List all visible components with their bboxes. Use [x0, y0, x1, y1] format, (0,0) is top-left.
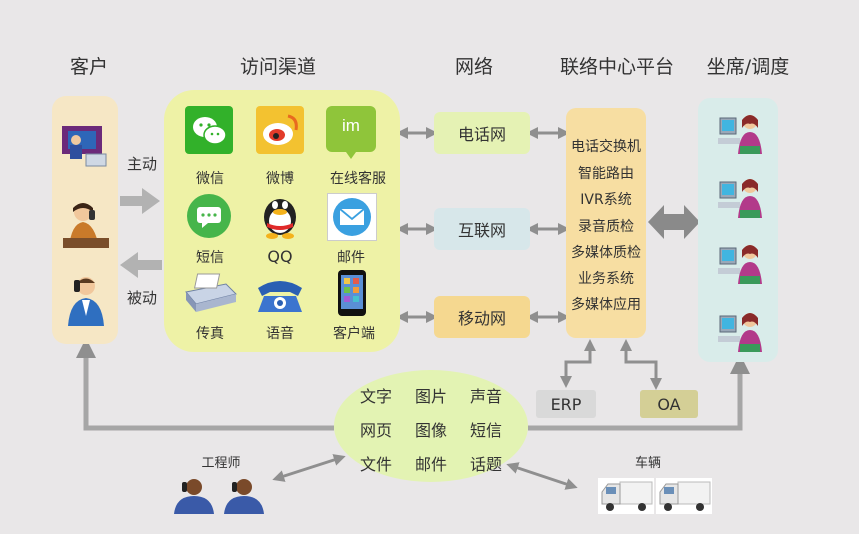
- platform-item-business: 业务系统: [578, 271, 634, 287]
- wechat-icon: [185, 106, 233, 154]
- truck-icon-2: [656, 478, 712, 514]
- engineer-label: 工程师: [201, 456, 241, 471]
- online-service-icon-text: im: [342, 116, 360, 135]
- media-item: 文字: [360, 387, 393, 406]
- erp-box: ERP: [536, 390, 596, 418]
- network-mobile: 移动网: [434, 296, 530, 338]
- weibo-icon: [256, 106, 304, 154]
- phone-icon: [254, 272, 306, 314]
- qq-icon: [257, 189, 303, 239]
- channel-label-voice: 语音: [266, 326, 294, 342]
- link-platform-oa: [620, 339, 662, 390]
- customer-computer-icon: [62, 126, 107, 167]
- platform-item-routing: 智能路由: [578, 166, 634, 182]
- mail-icon: [327, 193, 377, 241]
- platform-item-multimedia-app: 多媒体应用: [571, 297, 641, 313]
- agent-operator-icon: [718, 313, 762, 352]
- header-network: 网络: [454, 56, 493, 78]
- header-agents: 坐席/调度: [706, 56, 790, 78]
- customer-phone-man-icon: [68, 277, 104, 326]
- online-service-icon: im: [326, 106, 376, 159]
- platform-agents-arrow: [648, 205, 700, 239]
- channel-label-qq: QQ: [267, 247, 293, 266]
- media-ellipse: [334, 370, 528, 482]
- media-item: 图像: [414, 421, 447, 440]
- media-item: 短信: [469, 421, 502, 440]
- agent-operator-icon: [718, 245, 762, 284]
- platform-item-recording-qa: 录音质检: [578, 219, 634, 235]
- link-media-customer: [76, 338, 334, 431]
- platform-item-multimedia-qa: 多媒体质检: [571, 245, 641, 261]
- media-item: 邮件: [414, 455, 447, 474]
- agent-operator-icon: [718, 179, 762, 218]
- link-platform-erp: [560, 339, 596, 388]
- platform-item-switch: 电话交换机: [571, 139, 641, 155]
- mobile-client-icon: [338, 270, 366, 316]
- passive-label: 被动: [126, 289, 157, 307]
- active-arrow: [120, 188, 160, 214]
- channel-label-mail: 邮件: [337, 250, 365, 266]
- fax-icon: [182, 272, 238, 314]
- header-customer: 客户: [69, 56, 108, 78]
- customer-phone-woman-icon: [63, 203, 109, 248]
- passive-arrow: [120, 252, 162, 278]
- channel-label-wechat: 微信: [196, 171, 224, 187]
- network-internet: 互联网: [434, 208, 530, 250]
- link-engineer-media: [272, 454, 346, 482]
- customer-panel: [52, 96, 118, 344]
- media-item: 网页: [360, 421, 393, 440]
- vehicle-label: 车辆: [634, 456, 661, 471]
- sms-icon: [186, 193, 232, 239]
- channel-label-client: 客户端: [333, 326, 375, 342]
- oa-box: OA: [640, 390, 698, 418]
- media-row: 文件 邮件 话题: [360, 451, 502, 475]
- header-channels: 访问渠道: [239, 56, 316, 78]
- link-vehicle-media: [506, 462, 578, 490]
- platform-panel: 电话交换机 智能路由 IVR系统 录音质检 多媒体质检 业务系统 多媒体应用: [566, 108, 646, 338]
- platform-item-ivr: IVR系统: [580, 192, 632, 208]
- header-platform: 联络中心平台: [559, 56, 674, 78]
- media-item: 话题: [469, 455, 502, 474]
- media-grid: 文字 图片 声音 网页 图像 短信 文件 邮件 话题: [360, 383, 502, 475]
- media-row: 网页 图像 短信: [360, 417, 502, 441]
- engineer-icon-2: [224, 479, 264, 514]
- agent-operator-icon: [718, 115, 762, 154]
- channel-label-weibo: 微博: [266, 171, 294, 187]
- media-item: 文件: [360, 455, 393, 474]
- link-media-agents: [528, 354, 750, 431]
- channel-label-sms: 短信: [196, 250, 224, 266]
- media-item: 声音: [469, 387, 502, 406]
- truck-icon-1: [598, 478, 654, 514]
- channel-label-fax: 传真: [196, 326, 224, 342]
- network-phone: 电话网: [434, 112, 530, 154]
- active-label: 主动: [126, 155, 157, 173]
- media-row: 文字 图片 声音: [360, 383, 502, 407]
- channel-label-online: 在线客服: [330, 171, 386, 187]
- media-item: 图片: [414, 387, 447, 406]
- engineer-icon-1: [174, 479, 214, 514]
